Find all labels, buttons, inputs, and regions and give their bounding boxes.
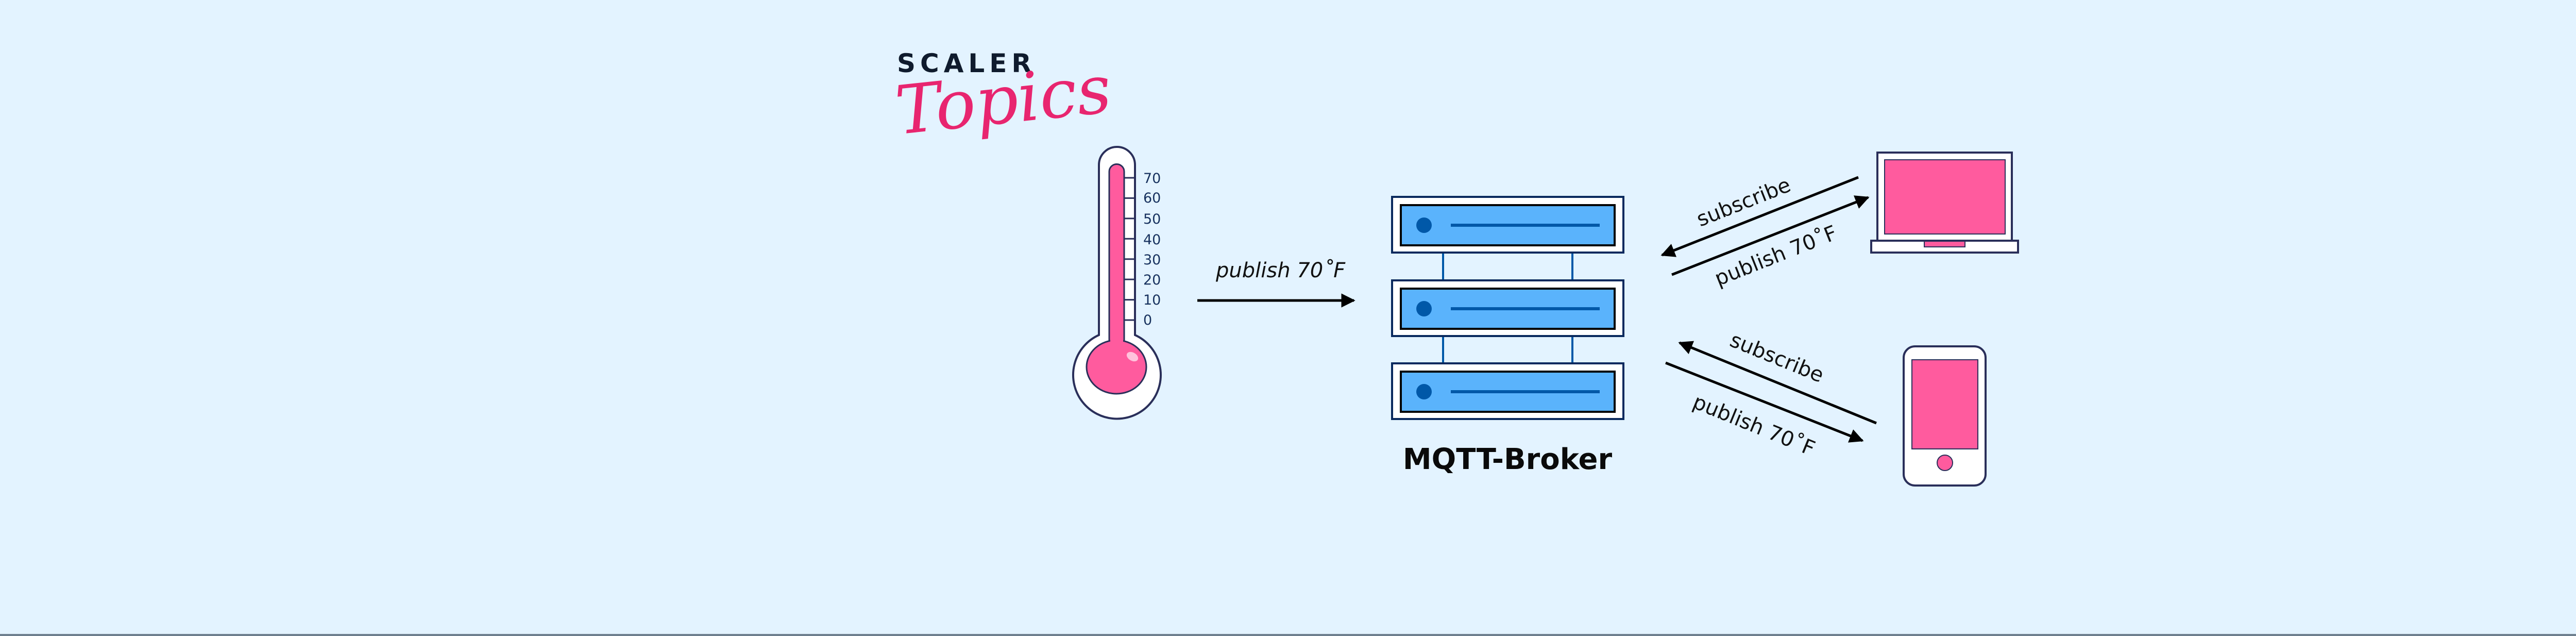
publish-label: publish 70˚F [1215, 259, 1346, 282]
thermometer-scale: 70 60 50 40 30 20 10 0 [1143, 171, 1161, 328]
tick-label: 40 [1143, 232, 1161, 248]
tick-label: 10 [1143, 292, 1161, 308]
phone-screen [1911, 359, 1978, 449]
bottom-divider [0, 634, 2576, 636]
laptop-icon [1870, 152, 2019, 254]
tick-label: 70 [1143, 171, 1161, 187]
publish-arrow-icon [1671, 195, 1870, 276]
mercury-join [1110, 338, 1123, 348]
tick-label: 50 [1143, 211, 1161, 227]
bulb-highlight [1126, 352, 1139, 362]
phone-subscribe-label: subscribe [1726, 328, 1827, 388]
server-unit [1391, 196, 1624, 254]
laptop-screen [1884, 159, 2006, 235]
thermometer-ticks [1125, 177, 1134, 321]
publish-arrow-sensor-to-broker: publish 70˚F [1197, 259, 1355, 308]
server-led-icon [1416, 301, 1432, 316]
broker-title: MQTT-Broker [1403, 443, 1613, 476]
phone-message-arrows: subscribe publish 70˚F [1665, 328, 1877, 461]
tick-label: 20 [1143, 272, 1161, 288]
logo-brand-text: SCALER [897, 48, 1036, 78]
phone-publish-label: publish 70˚F [1689, 390, 1818, 461]
tick-label: 30 [1143, 252, 1161, 268]
subscribe-arrow-icon [1678, 341, 1877, 425]
subscribe-arrow-icon [1660, 176, 1859, 257]
scaler-topics-logo[interactable]: SCALER Topics [892, 48, 1115, 150]
laptop-trackpad-notch [1924, 241, 1965, 247]
server-unit [1391, 362, 1624, 420]
laptop-publish-label: publish 70˚F [1711, 221, 1840, 291]
smartphone-icon [1903, 345, 1987, 487]
server-stack [1391, 196, 1624, 420]
thermometer-icon: 70 60 50 40 30 20 10 0 [1072, 146, 1162, 420]
mqtt-broker: MQTT-Broker [1391, 196, 1624, 476]
server-unit [1391, 279, 1624, 337]
phone-home-button [1937, 455, 1953, 471]
broker-connectors [1442, 253, 1573, 363]
tick-label: 0 [1143, 312, 1152, 328]
server-led-icon [1416, 384, 1432, 399]
server-led-icon [1416, 217, 1432, 233]
thermometer-bulb [1086, 339, 1147, 395]
tick-label: 60 [1143, 190, 1161, 206]
thermometer-mercury [1108, 163, 1125, 345]
laptop-message-arrows: subscribe publish 70˚F [1660, 173, 1870, 291]
publish-arrow-icon [1665, 361, 1864, 443]
